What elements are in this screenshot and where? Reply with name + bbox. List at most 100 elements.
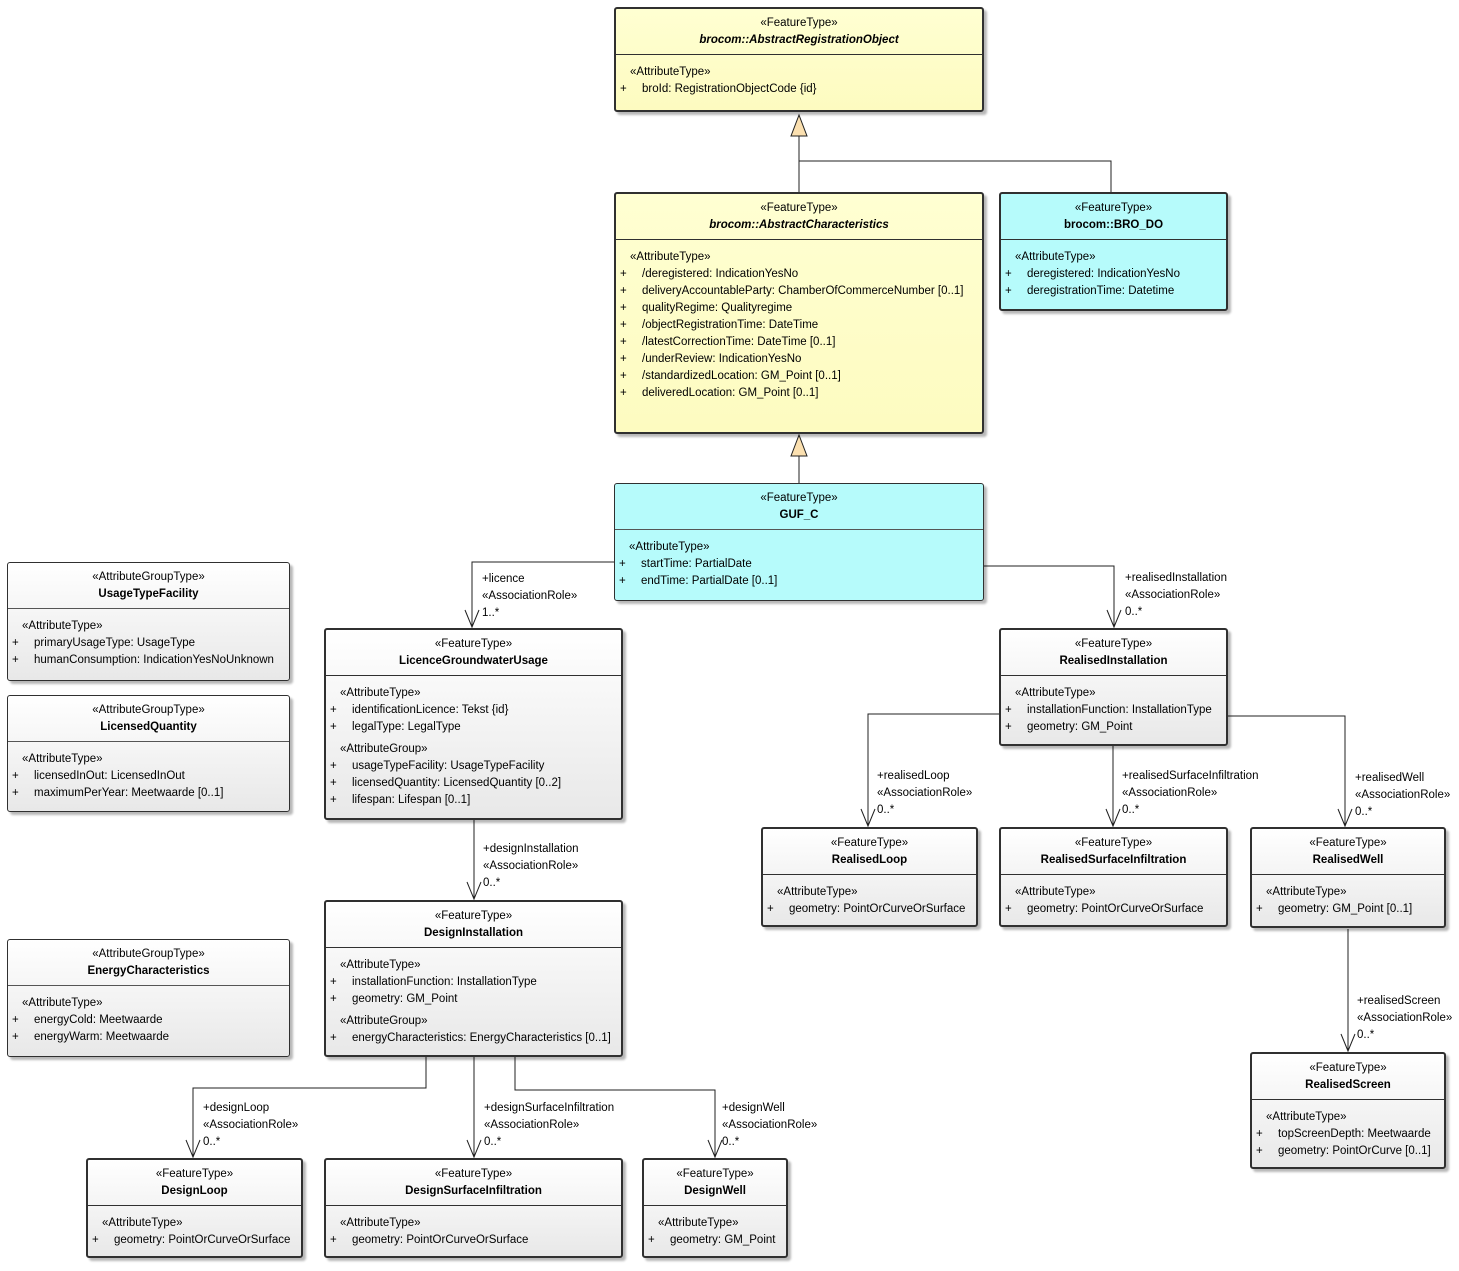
class-name: UsageTypeFacility <box>98 588 199 600</box>
attribute-row[interactable]: +energyCold: Meetwaarde <box>12 1012 285 1029</box>
class-name: RealisedWell <box>1312 854 1384 866</box>
attribute-text: /latestCorrectionTime: DateTime [0..1] <box>642 336 836 348</box>
attribute-row[interactable]: +broId: RegistrationObjectCode {id} <box>620 81 978 98</box>
assoc-label-realised-loop: +realisedLoop«AssociationRole»0..* <box>877 768 972 819</box>
attribute-row[interactable]: +lifespan: Lifespan [0..1] <box>330 792 617 809</box>
assoc-multiplicity: 0..* <box>877 804 895 816</box>
attribute-text: installationFunction: InstallationType <box>1027 704 1212 716</box>
attribute-row[interactable]: +geometry: GM_Point <box>1005 719 1222 736</box>
attribute-text: usageTypeFacility: UsageTypeFacility <box>352 760 545 772</box>
attribute-row[interactable]: +geometry: PointOrCurveOrSurface <box>92 1232 297 1249</box>
class-licence-groundwater-usage[interactable]: «FeatureType»LicenceGroundwaterUsage«Att… <box>324 628 623 820</box>
attribute-row[interactable]: +/standardizedLocation: GM_Point [0..1] <box>620 368 978 385</box>
visibility-marker: + <box>1005 704 1012 716</box>
visibility-marker: + <box>620 353 627 365</box>
attribute-row[interactable]: +deliveryAccountableParty: ChamberOfComm… <box>620 283 978 300</box>
assoc-realised-well-arrow <box>1337 808 1353 828</box>
class-stereotype: «FeatureType» <box>434 638 513 650</box>
attribute-text: energyCold: Meetwaarde <box>34 1014 163 1026</box>
class-header: «FeatureType»DesignSurfaceInfiltration <box>326 1160 621 1206</box>
attribute-text: /deregistered: IndicationYesNo <box>642 268 799 280</box>
attribute-row[interactable]: +/latestCorrectionTime: DateTime [0..1] <box>620 334 978 351</box>
assoc-licence-arrow <box>464 609 480 629</box>
class-realised-surface-infiltration[interactable]: «FeatureType»RealisedSurfaceInfiltration… <box>999 827 1228 927</box>
attribute-row[interactable]: +/objectRegistrationTime: DateTime <box>620 317 978 334</box>
attribute-row[interactable]: +licensedQuantity: LicensedQuantity [0..… <box>330 775 617 792</box>
class-header: «AttributeGroupType»LicensedQuantity <box>8 696 289 742</box>
attribute-row[interactable]: +installationFunction: InstallationType <box>330 974 617 991</box>
assoc-stereotype: «AssociationRole» <box>484 1119 580 1131</box>
attribute-row[interactable]: +startTime: PartialDate <box>619 556 979 573</box>
visibility-marker: + <box>620 370 627 382</box>
attribute-row[interactable]: +legalType: LegalType <box>330 719 617 736</box>
attribute-row[interactable]: +/deregistered: IndicationYesNo <box>620 266 978 283</box>
attribute-row[interactable]: +usageTypeFacility: UsageTypeFacility <box>330 758 617 775</box>
attribute-row[interactable]: +licensedInOut: LicensedInOut <box>12 768 285 785</box>
attribute-row[interactable]: +maximumPerYear: Meetwaarde [0..1] <box>12 785 285 802</box>
assoc-label-licence: +licence«AssociationRole»1..* <box>482 571 577 622</box>
class-design-installation[interactable]: «FeatureType»DesignInstallation«Attribut… <box>324 900 623 1057</box>
attribute-row[interactable]: +deliveredLocation: GM_Point [0..1] <box>620 385 978 402</box>
class-header: «FeatureType»DesignLoop <box>88 1160 301 1206</box>
visibility-marker: + <box>620 83 627 95</box>
attribute-row[interactable]: +humanConsumption: IndicationYesNoUnknow… <box>12 652 285 669</box>
attribute-section-label: «AttributeType» <box>102 1217 183 1229</box>
assoc-multiplicity: 0..* <box>1357 1029 1375 1041</box>
class-realised-screen[interactable]: «FeatureType»RealisedScreen«AttributeTyp… <box>1250 1052 1446 1169</box>
class-realised-installation[interactable]: «FeatureType»RealisedInstallation«Attrib… <box>999 628 1228 746</box>
class-bro-do[interactable]: «FeatureType»brocom::BRO_DO«AttributeTyp… <box>999 192 1228 311</box>
attribute-row[interactable]: +geometry: PointOrCurveOrSurface <box>767 901 972 918</box>
class-usage-type-facility[interactable]: «AttributeGroupType»UsageTypeFacility«At… <box>7 562 290 681</box>
class-design-surface-infiltration[interactable]: «FeatureType»DesignSurfaceInfiltration«A… <box>324 1158 623 1258</box>
attribute-section-label: «AttributeType» <box>1015 251 1096 263</box>
class-attributes: «AttributeType» +geometry: PointOrCurveOr… <box>88 1206 301 1253</box>
assoc-label-design-installation: +designInstallation«AssociationRole»0..* <box>483 841 579 892</box>
class-design-loop[interactable]: «FeatureType»DesignLoop «AttributeType» +g… <box>86 1158 303 1258</box>
attribute-row[interactable]: +geometry: GM_Point <box>330 991 617 1008</box>
assoc-design-well-arrow <box>707 1139 723 1159</box>
generalization-arrowhead-ach <box>790 433 808 457</box>
attribute-row[interactable]: +/underReview: IndicationYesNo <box>620 351 978 368</box>
class-name: DesignWell <box>684 1185 746 1197</box>
attribute-row[interactable]: +deregistered: IndicationYesNo <box>1005 266 1222 283</box>
class-guf-c[interactable]: «FeatureType»GUF_C«AttributeType»+startT… <box>614 483 984 601</box>
attribute-row[interactable]: +geometry: GM_Point [0..1] <box>1256 901 1440 918</box>
attribute-row[interactable]: +geometry: GM_Point <box>648 1232 782 1249</box>
assoc-multiplicity: 0..* <box>1355 806 1373 818</box>
class-realised-loop[interactable]: «FeatureType»RealisedLoop«AttributeType»… <box>761 827 978 927</box>
class-abstract-registration-object[interactable]: «FeatureType»brocom::AbstractRegistratio… <box>614 7 984 112</box>
visibility-marker: + <box>330 976 337 988</box>
class-realised-well[interactable]: «FeatureType»RealisedWell«AttributeType»… <box>1250 827 1446 928</box>
attribute-row[interactable]: +topScreenDepth: Meetwaarde <box>1256 1126 1440 1143</box>
class-name: DesignSurfaceInfiltration <box>405 1185 542 1197</box>
visibility-marker: + <box>12 1031 19 1043</box>
attribute-row[interactable]: +energyWarm: Meetwaarde <box>12 1029 285 1046</box>
attribute-row[interactable]: +geometry: PointOrCurveOrSurface <box>1005 901 1222 918</box>
attribute-row[interactable]: +geometry: PointOrCurve [0..1] <box>1256 1143 1440 1160</box>
attribute-row[interactable]: +qualityRegime: Qualityregime <box>620 300 978 317</box>
attribute-text: /objectRegistrationTime: DateTime <box>642 319 819 331</box>
attribute-row[interactable]: +endTime: PartialDate [0..1] <box>619 573 979 590</box>
attribute-row[interactable]: + installationFunction: InstallationType <box>1005 702 1222 719</box>
assoc-role: +designWell <box>722 1102 785 1114</box>
assoc-stereotype: «AssociationRole» <box>722 1119 818 1131</box>
class-energy-characteristics[interactable]: «AttributeGroupType»EnergyCharacteristic… <box>7 939 290 1057</box>
attribute-row[interactable]: +geometry: PointOrCurveOrSurface <box>330 1232 617 1249</box>
assoc-role: +designLoop <box>203 1102 270 1114</box>
class-abstract-characteristics[interactable]: «FeatureType»brocom::AbstractCharacteris… <box>614 192 984 434</box>
attribute-row[interactable]: +primaryUsageType: UsageType <box>12 635 285 652</box>
assoc-stereotype: «AssociationRole» <box>1357 1012 1453 1024</box>
class-licensed-quantity[interactable]: «AttributeGroupType»LicensedQuantity«Att… <box>7 695 290 812</box>
visibility-marker: + <box>620 302 627 314</box>
assoc-role: +realisedInstallation <box>1125 572 1227 584</box>
assoc-design-surface-infiltration-arrow <box>466 1139 482 1159</box>
class-design-well[interactable]: «FeatureType»DesignWell«AttributeType»+g… <box>642 1158 788 1258</box>
attribute-row[interactable]: +deregistrationTime: Datetime <box>1005 283 1222 300</box>
assoc-multiplicity: 0..* <box>1125 606 1143 618</box>
class-header: «FeatureType»brocom::AbstractCharacteris… <box>616 194 982 240</box>
class-stereotype: «FeatureType» <box>760 17 838 29</box>
class-stereotype: «FeatureType» <box>1074 837 1153 849</box>
attribute-row[interactable]: +identificationLicence: Tekst {id} <box>330 702 617 719</box>
attribute-row[interactable]: +energyCharacteristics: EnergyCharacteri… <box>330 1030 617 1047</box>
assoc-stereotype: «AssociationRole» <box>203 1119 299 1131</box>
